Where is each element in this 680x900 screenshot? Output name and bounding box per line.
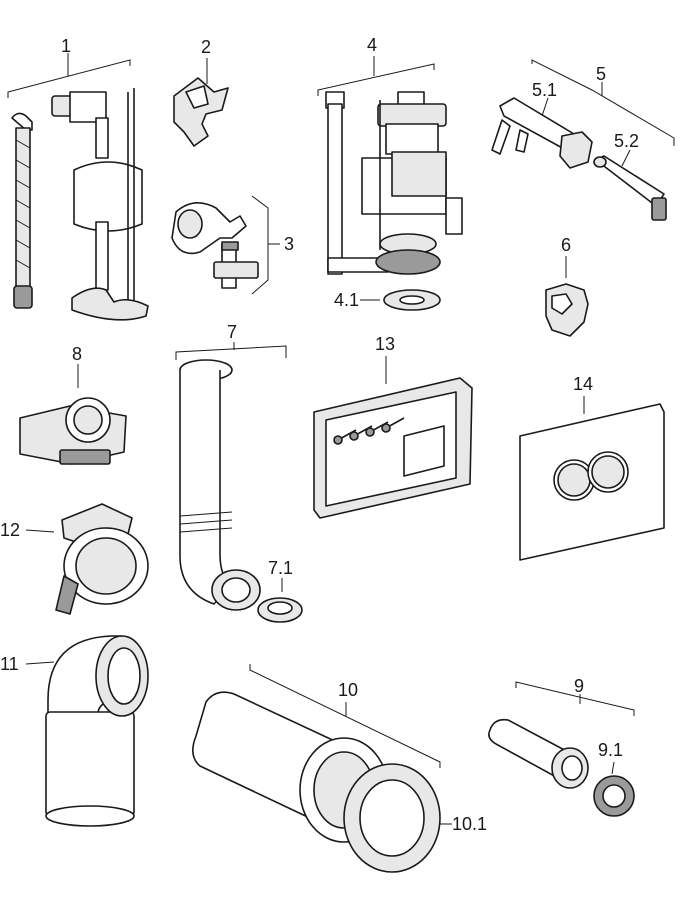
part-14-actuator-plate xyxy=(519,396,665,561)
part-7-flush-pipe-bend xyxy=(175,342,287,611)
part-10-1-seal xyxy=(343,763,452,873)
part-4-flush-valve xyxy=(317,56,463,275)
part-3-float-and-fitting xyxy=(171,195,280,295)
label-4-1: 4.1 xyxy=(334,290,359,310)
label-9-1: 9.1 xyxy=(598,740,623,760)
part-13-frame xyxy=(313,356,473,519)
label-1: 1 xyxy=(61,36,71,56)
label-11: 11 xyxy=(0,654,19,674)
part-2-clip xyxy=(173,58,229,147)
part-6-clip xyxy=(545,256,589,337)
label-5-2: 5.2 xyxy=(614,131,639,151)
part-4-1-washer xyxy=(360,289,441,311)
label-8: 8 xyxy=(72,344,82,364)
label-7-1: 7.1 xyxy=(268,558,293,578)
label-5: 5 xyxy=(596,64,606,84)
part-9-1-seal xyxy=(593,761,635,817)
part-5-1-lever-sleeve xyxy=(491,97,593,169)
part-9-pipe xyxy=(488,681,635,789)
label-7: 7 xyxy=(227,322,237,342)
part-7-1-seal xyxy=(257,578,303,623)
part-8-holder xyxy=(19,364,127,465)
label-6: 6 xyxy=(561,235,571,255)
part-11-elbow xyxy=(25,635,149,827)
part-12-clamp xyxy=(25,503,149,615)
label-14: 14 xyxy=(573,374,593,394)
screws xyxy=(333,417,405,445)
part-5-actuator-set xyxy=(531,59,675,146)
label-13: 13 xyxy=(375,334,395,354)
label-12: 12 xyxy=(0,520,20,540)
label-4: 4 xyxy=(367,35,377,55)
label-5-1: 5.1 xyxy=(532,80,557,100)
label-9: 9 xyxy=(574,676,584,696)
label-10-1: 10.1 xyxy=(452,814,487,834)
label-3: 3 xyxy=(284,234,294,254)
part-1-fill-valve xyxy=(7,53,149,321)
label-2: 2 xyxy=(201,37,211,57)
label-10: 10 xyxy=(338,680,358,700)
part-5-2-extension-rod xyxy=(593,149,667,221)
